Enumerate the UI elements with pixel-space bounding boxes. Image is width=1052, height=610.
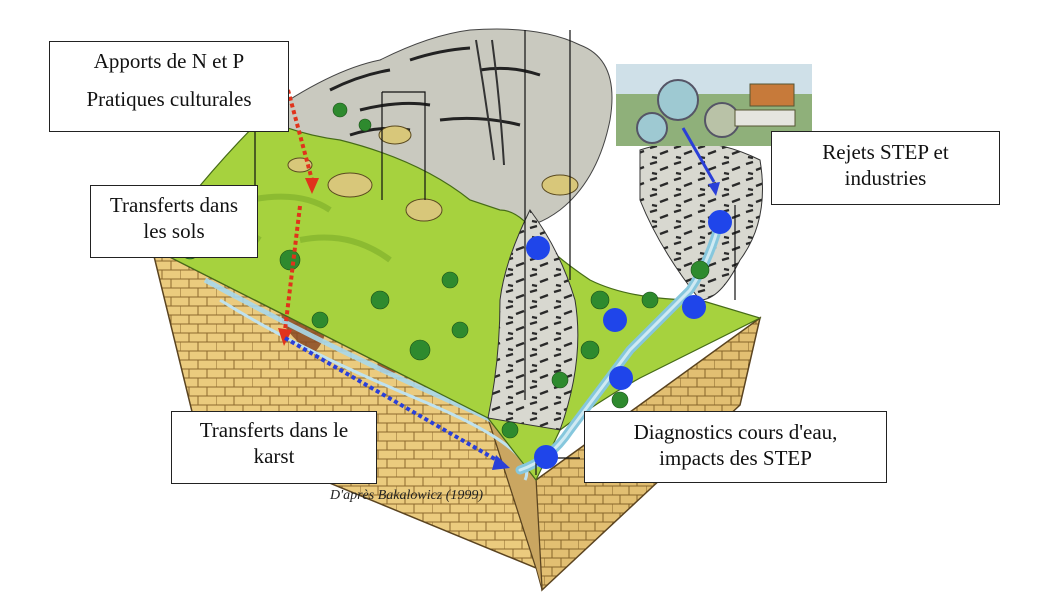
callout-sols-line2: les sols (143, 219, 205, 244)
monitoring-dot (708, 210, 732, 234)
callout-apports: Apports de N et P Pratiques culturales (49, 41, 289, 132)
monitoring-dot (534, 445, 558, 469)
callout-diagnostics-line1: Diagnostics cours d'eau, (633, 420, 838, 444)
monitoring-dot (603, 308, 627, 332)
callout-karst-line2: karst (253, 444, 295, 469)
blue-dotted-arrow (284, 336, 501, 464)
wastewater-plant-photo (616, 64, 812, 146)
red-dotted-arrow (283, 89, 314, 331)
callout-sols: Transferts dans les sols (90, 185, 258, 258)
callout-karst: Transferts dans le karst (171, 411, 377, 484)
source-credit: D'après Bakalowicz (1999) (330, 488, 484, 503)
callout-sols-line1: Transferts dans (109, 193, 239, 217)
monitoring-dot (526, 236, 550, 260)
callout-rejets-line2: industries (844, 166, 927, 191)
monitoring-dot (682, 295, 706, 319)
callout-karst-line1: Transferts dans le (199, 418, 349, 442)
callout-diagnostics: Diagnostics cours d'eau, impacts des STE… (584, 411, 887, 483)
callout-rejets: Rejets STEP et industries (771, 131, 1000, 205)
callout-diagnostics-line2: impacts des STEP (659, 446, 812, 471)
blue-arrow (681, 127, 716, 183)
monitoring-dot (609, 366, 633, 390)
callout-apports-line1: Apports de N et P (93, 49, 245, 73)
callout-rejets-line1: Rejets STEP et (822, 140, 949, 164)
callout-apports-line2: Pratiques culturales (86, 87, 252, 112)
